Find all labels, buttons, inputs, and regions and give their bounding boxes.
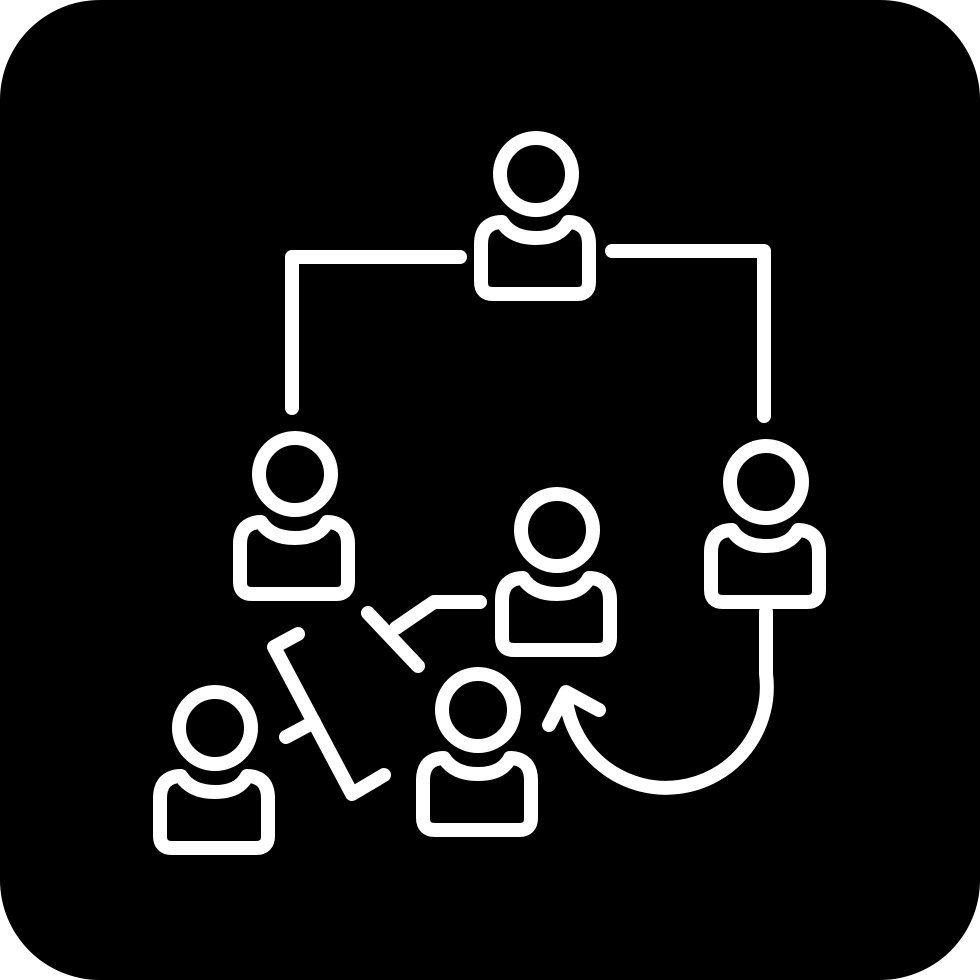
person-icon-bottom-center [416, 667, 538, 837]
connector-branch-stem [361, 606, 425, 673]
person-icon-bottom-left [153, 685, 275, 855]
connector-line-left [285, 250, 467, 415]
connector-branch [389, 595, 487, 635]
connector-bracket-stub [279, 715, 321, 744]
person-icon-right [704, 439, 826, 609]
curved-arrow-icon [559, 605, 774, 795]
person-icon-top [474, 131, 596, 301]
connector-line-right [605, 244, 771, 423]
arrow-head-icon [542, 685, 606, 732]
person-icon-middle [495, 487, 617, 657]
person-icon-left [233, 431, 355, 601]
